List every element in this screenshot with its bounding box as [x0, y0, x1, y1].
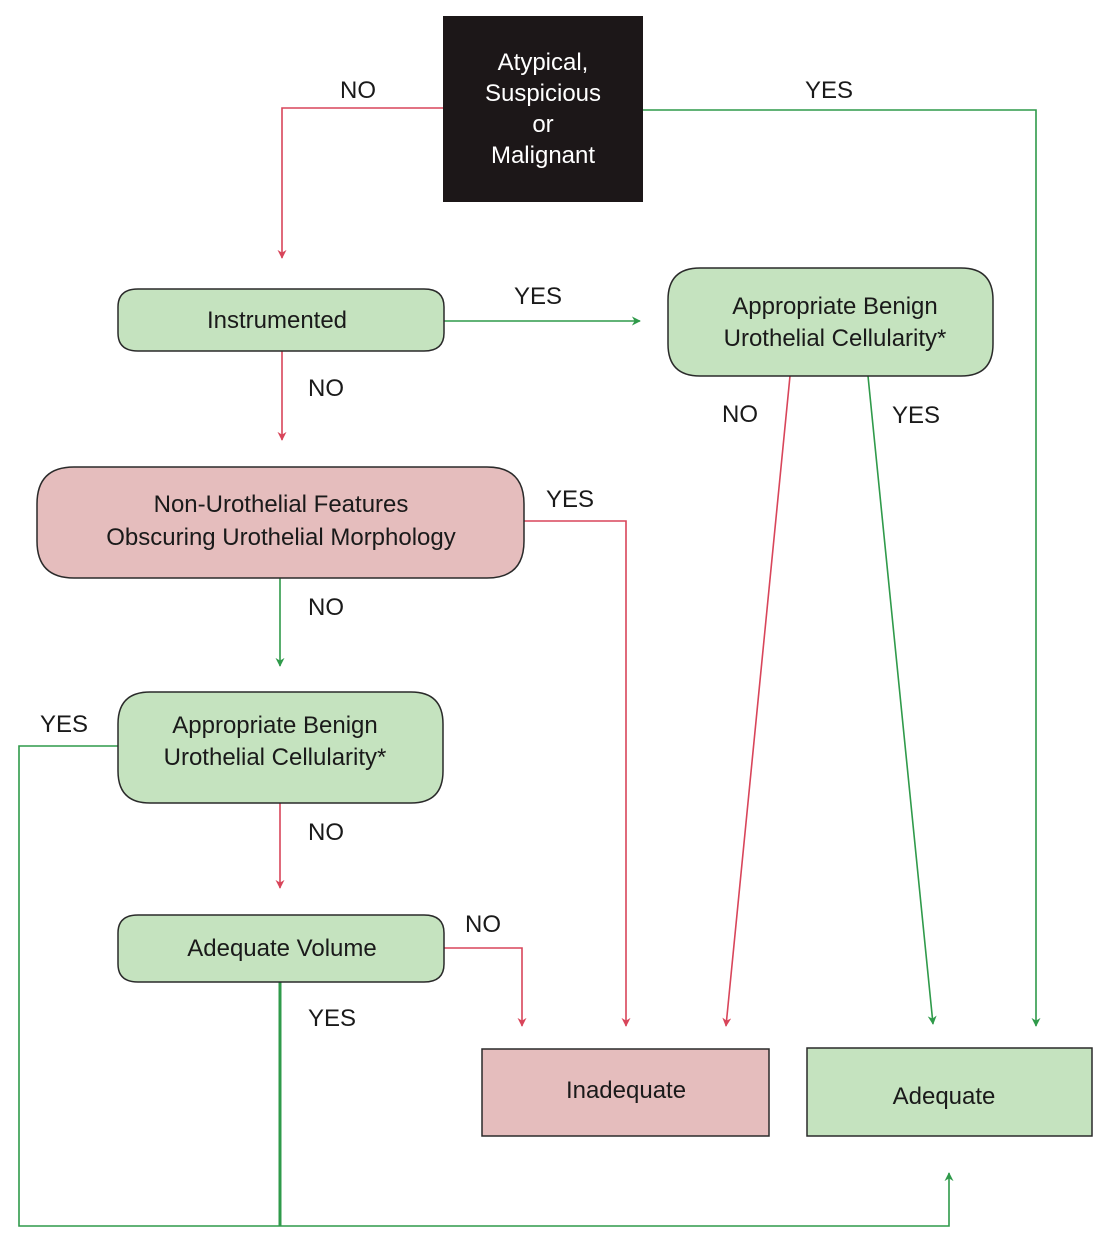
node-start-line-4: Malignant [491, 142, 595, 169]
node-start-line-2: Suspicious [485, 80, 601, 107]
node-adequate: Adequate [806, 1047, 1093, 1137]
label-volume-yes: YES [308, 1005, 356, 1032]
edge-start-no [277, 107, 443, 259]
label-non-urothelial-yes: YES [546, 486, 594, 513]
node-non-urothelial-line-1: Non-Urothelial Features [154, 491, 409, 518]
edge-benign-right-no [722, 375, 791, 1027]
label-benign-left-no: NO [308, 819, 344, 846]
label-benign-right-yes: YES [892, 402, 940, 429]
node-instrumented-label: Instrumented [207, 307, 347, 334]
node-benign-left-line-2: Urothelial Cellularity* [164, 744, 387, 771]
edge-benign-left-yes [18, 745, 280, 1227]
node-benign-right-line-1: Appropriate Benign [732, 293, 937, 320]
node-adequate-label: Adequate [893, 1083, 996, 1110]
node-inadequate-label: Inadequate [566, 1077, 686, 1104]
node-instrumented: Instrumented [117, 288, 445, 352]
edge-volume-no [444, 947, 527, 1027]
edge-benign-right-yes [867, 375, 937, 1025]
label-start-no: NO [340, 77, 376, 104]
node-adequate-volume-label: Adequate Volume [187, 935, 376, 962]
edge-bus-to-adequate [280, 1172, 954, 1227]
node-start-line-3: or [532, 111, 553, 138]
node-start-line-1: Atypical, [498, 49, 589, 76]
edge-non-urothelial-yes [524, 520, 631, 1027]
node-start: Atypical, Suspicious or Malignant [443, 16, 643, 202]
node-benign-right-line-2: Urothelial Cellularity* [724, 325, 947, 352]
label-non-urothelial-no: NO [308, 594, 344, 621]
node-benign-cellularity-right: Appropriate Benign Urothelial Cellularit… [667, 267, 994, 377]
node-inadequate: Inadequate [481, 1048, 770, 1137]
node-benign-left-line-1: Appropriate Benign [172, 712, 377, 739]
edge-start-yes [643, 109, 1041, 1027]
node-non-urothelial-features: Non-Urothelial Features Obscuring Urothe… [36, 466, 525, 579]
label-start-yes: YES [805, 77, 853, 104]
label-instrumented-no: NO [308, 375, 344, 402]
node-adequate-volume: Adequate Volume [117, 914, 445, 983]
node-non-urothelial-line-2: Obscuring Urothelial Morphology [106, 524, 456, 551]
label-instrumented-yes: YES [514, 283, 562, 310]
label-benign-left-yes: YES [40, 711, 88, 738]
label-benign-right-no: NO [722, 401, 758, 428]
label-volume-no: NO [465, 911, 501, 938]
node-benign-cellularity-left: Appropriate Benign Urothelial Cellularit… [117, 691, 444, 804]
